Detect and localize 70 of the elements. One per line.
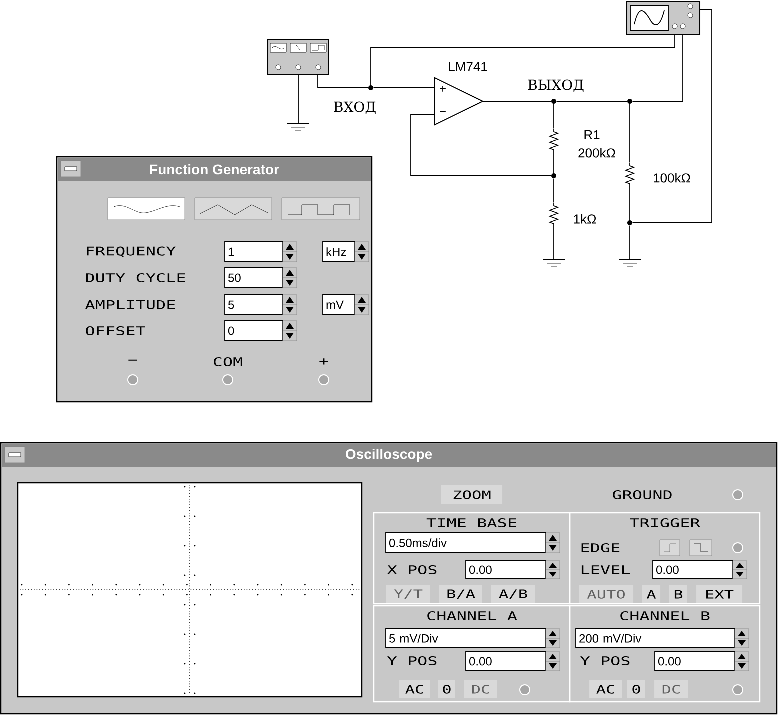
component-label: LM741 [449, 62, 488, 72]
toggle-button: DC [654, 680, 688, 698]
triangle-wave-button [194, 198, 272, 220]
resistor [624, 162, 636, 188]
input-field: 0.50ms/div [386, 532, 546, 554]
control-label: Y POS [388, 656, 437, 666]
toggle-button: Y/T [386, 586, 430, 604]
control-label: AMPLITUDE [86, 300, 176, 310]
control-label: EDGE [582, 543, 620, 553]
toggle-button: A/B [492, 586, 536, 604]
square-wave-button [282, 198, 360, 220]
control-label: GROUND [613, 490, 672, 500]
input-field: 5 [224, 294, 284, 316]
control-label: COM [214, 357, 242, 367]
wire [370, 35, 676, 86]
toggle-button: B/A [440, 586, 482, 604]
wire [632, 10, 712, 224]
input-field: 0.00 [652, 560, 734, 580]
wire [318, 75, 369, 88]
window-title: Function Generator [150, 164, 280, 175]
wire [410, 114, 552, 176]
toggle-button: B [670, 586, 688, 604]
toggle-button: AUTO [580, 586, 634, 604]
toggle-button: 0 [628, 680, 646, 698]
input-field: mV [322, 294, 356, 316]
wire [556, 101, 628, 102]
control-label: + [320, 358, 328, 365]
component-label: 100kΩ [654, 173, 690, 183]
control-label: − [128, 360, 138, 361]
component-label: 200kΩ [578, 148, 616, 158]
wire [632, 35, 684, 102]
input-field: 1 [224, 242, 284, 262]
input-field: 5 mV/Div [386, 628, 546, 648]
toggle-button: EXT [696, 586, 742, 604]
component-label: R1 [584, 130, 600, 140]
resistor [548, 128, 560, 154]
function-generator-icon [268, 40, 330, 76]
control-label: LEVEL [582, 566, 630, 574]
toggle-button: AC [400, 680, 430, 698]
control-label: FREQUENCY [87, 246, 176, 258]
input-field: 0.00 [466, 652, 546, 672]
toggle-button: AC [590, 680, 622, 698]
signal-label: ВЫХОД [528, 80, 584, 92]
component-label: 1kΩ [574, 214, 596, 224]
control-label: DUTY CYCLE [86, 273, 186, 283]
toggle-button: 0 [438, 680, 456, 698]
ground-symbol [542, 260, 566, 268]
toggle-button: DC [464, 680, 498, 698]
falling-edge-button [690, 540, 712, 556]
wire [482, 101, 552, 102]
input-field: 0 [224, 320, 284, 342]
input-field: kHz [322, 242, 356, 262]
oscilloscope-icon [626, 2, 700, 36]
sine-wave-button [108, 198, 186, 220]
input-field: 0.00 [466, 560, 546, 580]
toggle-button: ZOOM [442, 486, 502, 504]
resistor [548, 202, 560, 228]
wire [298, 75, 299, 124]
rising-edge-button [660, 540, 680, 556]
control-label: X POS [387, 565, 437, 575]
window-title: Oscilloscope [346, 448, 432, 462]
input-field: 0.00 [654, 652, 736, 672]
signal-label: ВХОД [334, 102, 376, 114]
toggle-button: A [642, 586, 660, 604]
input-field: 50 [224, 268, 284, 288]
ground-symbol [618, 260, 642, 268]
ground-symbol [287, 124, 310, 132]
control-label: OFFSET [86, 326, 146, 336]
control-label: Y POS [580, 656, 630, 666]
input-field: 200 mV/Div [576, 628, 736, 648]
